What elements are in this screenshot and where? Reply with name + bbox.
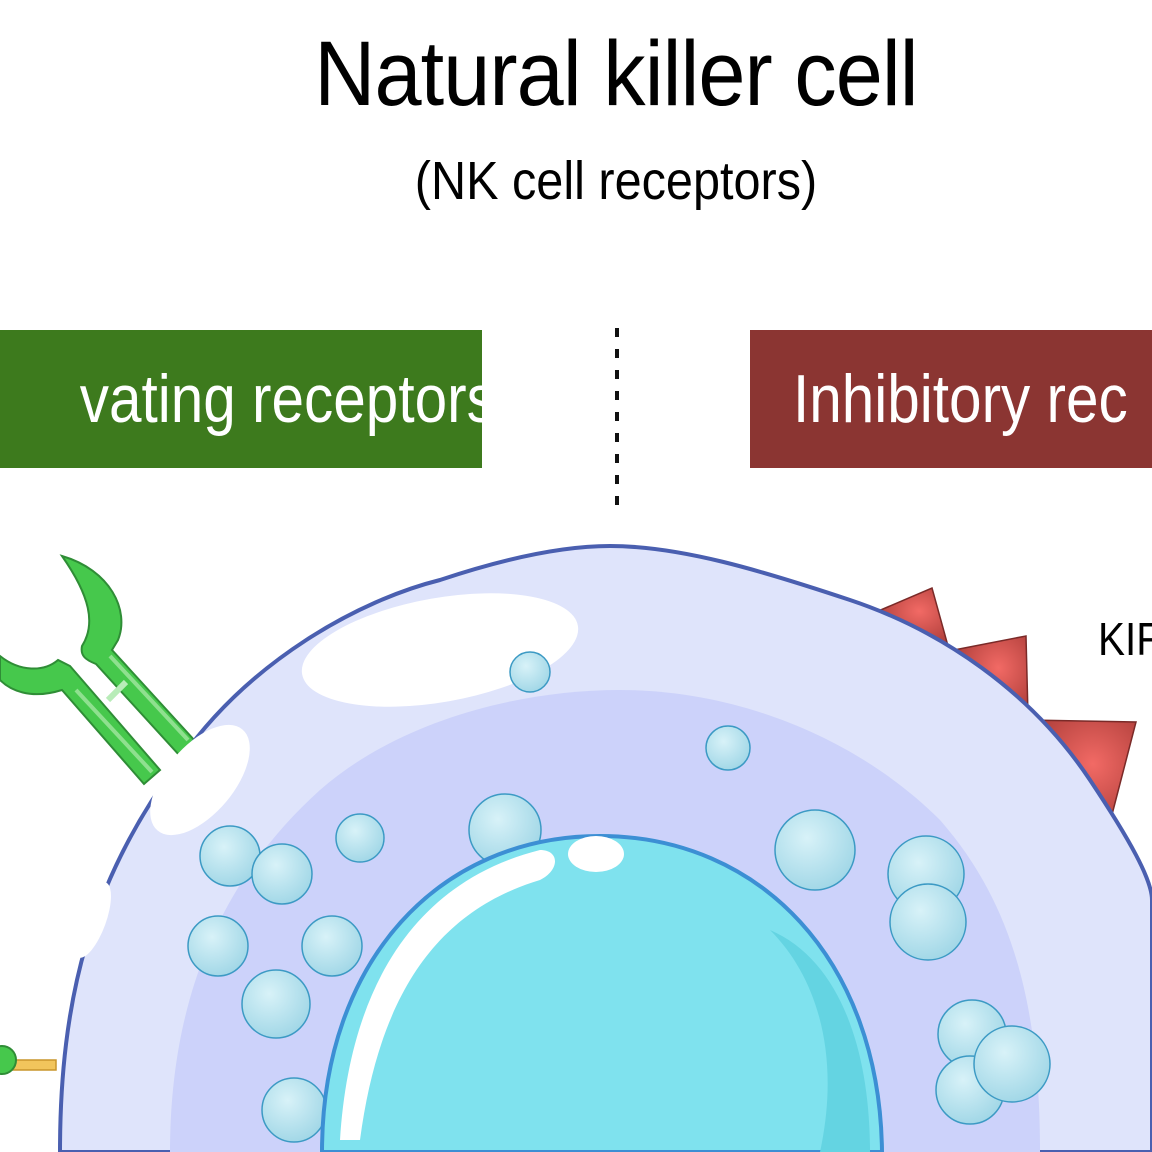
activating-receptor-icon bbox=[0, 554, 198, 786]
activating-receptors-banner: vating receptors bbox=[0, 330, 482, 468]
nucleus bbox=[319, 833, 885, 1152]
page-subtitle: (NK cell receptors) bbox=[414, 151, 818, 211]
activating-receptors-label: vating receptors bbox=[79, 361, 482, 437]
granules bbox=[187, 651, 1051, 1143]
inhibitory-receptors-label: Inhibitory rec bbox=[793, 361, 1128, 437]
page-title: Natural killer cell bbox=[314, 23, 918, 125]
inhibitory-receptors-banner: Inhibitory rec bbox=[750, 330, 1152, 468]
kir-label: KIR bbox=[1098, 613, 1152, 665]
ligand-receptor-icon bbox=[0, 1045, 57, 1075]
